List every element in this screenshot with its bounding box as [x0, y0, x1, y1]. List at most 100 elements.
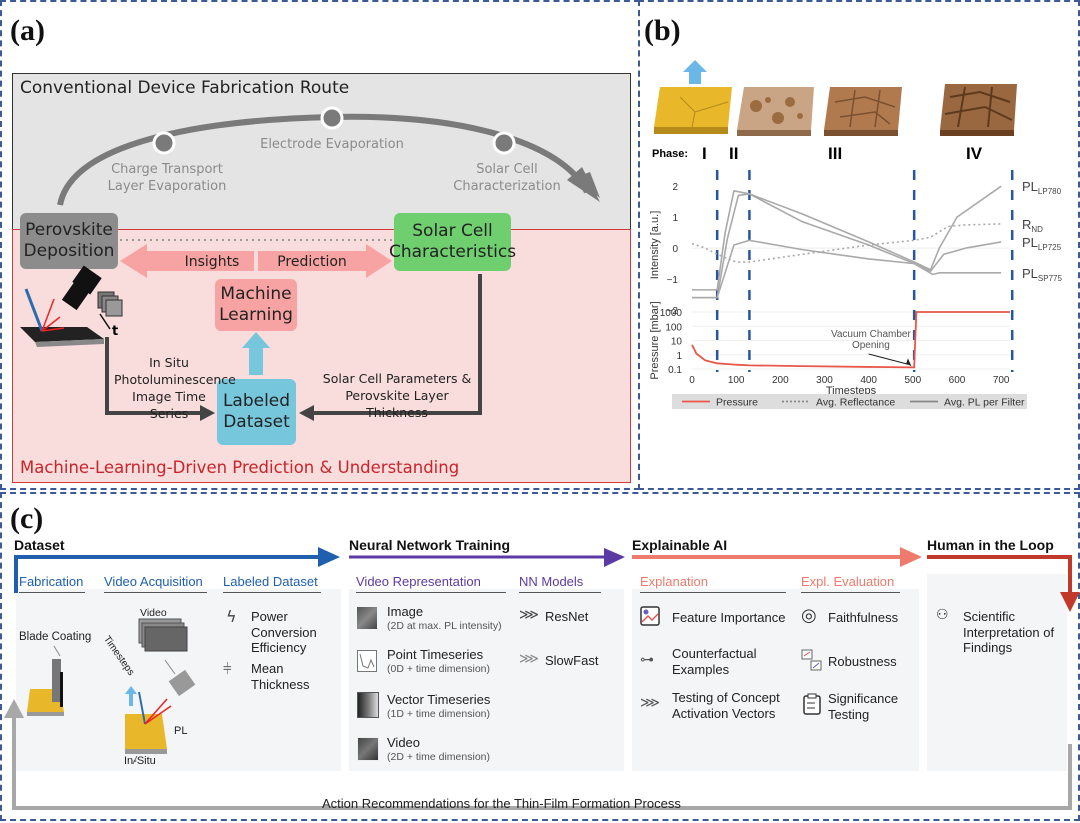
phase-iv: IV — [966, 144, 983, 163]
legend-label: Avg. Reflectance — [816, 397, 895, 409]
resnet-network-icon: ⋙ — [519, 607, 539, 623]
panel-c-label: (c) — [10, 502, 44, 535]
model-slowfast: SlowFast — [545, 653, 599, 668]
subtitle-video-acquisition: Video Acquisition — [104, 574, 207, 593]
subtitle-nn-models: NN Models — [519, 574, 601, 593]
repr-name: Point Timeseries — [387, 647, 484, 662]
in-situ-label: In-Situ — [124, 755, 156, 767]
phase-i-film — [654, 60, 732, 134]
prediction-arrow — [258, 244, 392, 278]
pl-label: PL — [174, 725, 188, 737]
intensity-y-tick: 2 — [672, 182, 678, 193]
repr-detail: (2D + time dimension) — [387, 750, 490, 763]
eval-significance: Significance Testing — [828, 691, 899, 722]
blade-coating-illustration — [27, 645, 64, 716]
x-tick: 500 — [904, 375, 921, 386]
legend-label: Avg. PL per Filter — [944, 397, 1025, 409]
thickness-icon: ⫩ — [223, 660, 232, 678]
panel-a: (a) Conventional Device Fabrication Rout… — [0, 0, 640, 490]
xai-counterfactual: Counterfactual Examples — [672, 646, 757, 677]
time-symbol: t — [112, 324, 119, 339]
subtitle-fabrication: Fabrication — [19, 574, 85, 593]
label-pce: Power Conversion Efficiency — [251, 609, 317, 656]
annotation-arrowhead — [906, 358, 912, 367]
phase-illustrations — [654, 60, 1017, 136]
dataset-arrow — [14, 547, 340, 593]
perovskite-deposition-node: Perovskite Deposition — [20, 213, 118, 269]
subtitle-expl-evaluation: Expl. Evaluation — [801, 574, 900, 593]
labeled-dataset-node: Labeled Dataset — [217, 379, 296, 445]
intensity-y-tick: −1 — [667, 275, 679, 286]
intensity-y-label: Intensity [a.u.] — [649, 211, 661, 279]
phase-ii-film — [737, 87, 814, 136]
panel-a-arrows — [20, 244, 482, 421]
phase-iv-film — [940, 84, 1017, 136]
intensity-y-tick: −2 — [667, 306, 679, 317]
in-situ-label: In Situ Photoluminescence Image Time Ser… — [114, 355, 236, 421]
params-arrow — [299, 274, 482, 421]
point-timeseries-icon — [357, 650, 377, 672]
machine-learning-node: Machine Learning — [215, 279, 297, 331]
solar-cell-characteristics-node: Solar Cell Characteristics — [389, 213, 516, 271]
repr-video: Video(2D + time dimension) — [387, 735, 490, 763]
legend-box — [672, 394, 1027, 409]
insights-arrow — [120, 244, 254, 278]
x-tick: 400 — [860, 375, 877, 386]
series-line-pl_lp725 — [692, 193, 1002, 299]
video-acquisition-illustration — [125, 618, 196, 765]
arc-label-charge-transport: Charge Transport Layer Evaporation — [107, 162, 227, 194]
x-tick: 600 — [949, 375, 966, 386]
section-title-dataset: Dataset — [14, 537, 65, 553]
ml-route-box — [12, 229, 631, 483]
series-end-label: RND — [1022, 217, 1043, 234]
annotation-arrow — [868, 353, 909, 365]
phase-iii: III — [828, 144, 843, 163]
feedback-loop-arrow — [4, 699, 1072, 810]
ml-route-title: Machine-Learning-Driven Prediction & Und… — [20, 458, 460, 477]
repr-detail: (2D at max. PL intensity) — [387, 619, 502, 632]
vacuum-annotation-line: Vacuum Chamber — [831, 329, 912, 340]
series-end-label: PLLP780 — [1022, 179, 1062, 196]
lightning-icon: ϟ — [226, 607, 237, 626]
in-situ-arrow — [105, 337, 215, 421]
x-tick: 300 — [816, 375, 833, 386]
target-icon: ◎ — [801, 605, 817, 626]
pressure-y-tick: 100 — [665, 322, 682, 333]
robustness-icon — [801, 649, 822, 671]
label-thickness: Mean Thickness — [251, 661, 310, 692]
repr-detail: (1D + time dimension) — [387, 707, 490, 720]
xai-arrow — [632, 547, 922, 567]
camera-sample-illustration — [20, 265, 123, 347]
xai-feature-importance: Feature Importance — [672, 610, 786, 625]
nn-section-bg — [349, 589, 624, 771]
section-title-nn: Neural Network Training — [349, 537, 511, 553]
hitl-section-bg — [927, 574, 1067, 771]
insights-label: Insights — [184, 254, 240, 270]
xai-section-bg — [632, 589, 919, 771]
pressure-y-tick: 1 — [676, 351, 682, 362]
conventional-route-title: Conventional Device Fabrication Route — [20, 78, 350, 98]
scientists-icon: ⚇ — [936, 607, 949, 623]
intensity-y-tick: 1 — [672, 213, 678, 224]
pressure-y-tick: 0.1 — [668, 365, 682, 376]
subtitle-labeled-dataset: Labeled Dataset — [223, 574, 321, 593]
prediction-label: Prediction — [277, 254, 347, 270]
pressure-y-tick: 1000 — [660, 308, 683, 319]
clipboard-icon — [803, 693, 821, 715]
video-label: Video — [140, 607, 167, 619]
phase-ii: II — [729, 144, 739, 163]
slowfast-network-icon: ⋙ — [519, 651, 539, 667]
phase-label: Phase: — [652, 148, 689, 160]
section-title-xai: Explainable AI — [632, 537, 728, 553]
nn-arrow — [349, 548, 625, 567]
x-tick: 700 — [993, 375, 1010, 386]
repr-vector-timeseries: Vector Timeseries(1D + time dimension) — [387, 692, 490, 720]
panel-b-label: (b) — [644, 14, 681, 47]
fabrication-arc — [57, 106, 600, 241]
video-thumbnail-icon — [357, 737, 379, 761]
intensity-y-tick: 0 — [672, 244, 678, 255]
model-resnet: ResNet — [545, 609, 589, 624]
series-line-pressure — [691, 311, 1010, 369]
tcav-icon: ⋙ — [640, 695, 660, 711]
